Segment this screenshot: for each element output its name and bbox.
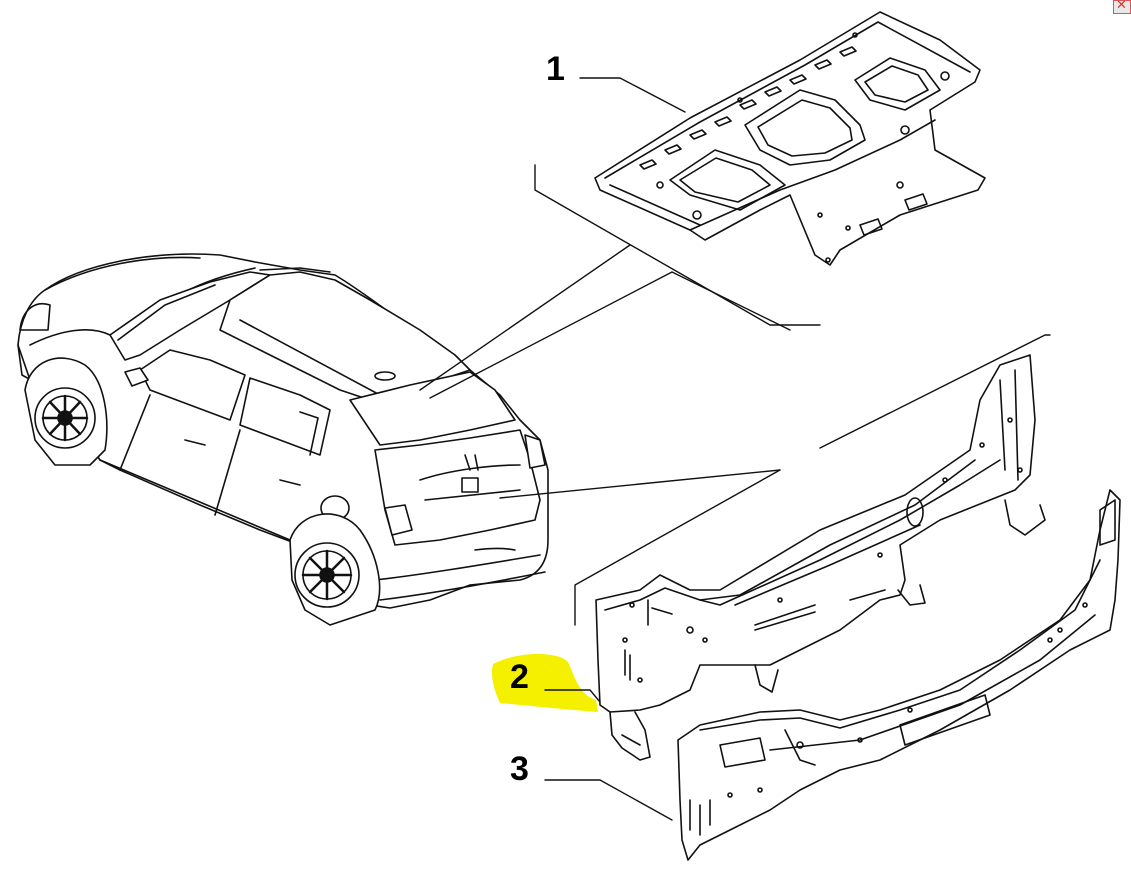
leader-line-2 [544, 689, 601, 703]
callout-label-3: 3 [510, 750, 529, 788]
close-icon[interactable]: ✕ [1113, 0, 1131, 14]
callout-label-1: 1 [546, 50, 565, 88]
callout-label-2: 2 [510, 658, 529, 696]
part-1-rear-floor-panel [594, 11, 986, 266]
part-2-rear-upper-crossmember [595, 354, 1046, 761]
part-3-rear-lower-crossmember [677, 489, 1121, 861]
callout-2-highlight [491, 654, 598, 712]
leader-lines [419, 77, 1051, 821]
leader-line-3 [544, 779, 673, 821]
car-illustration [17, 253, 549, 626]
leader-line-1 [579, 77, 686, 113]
